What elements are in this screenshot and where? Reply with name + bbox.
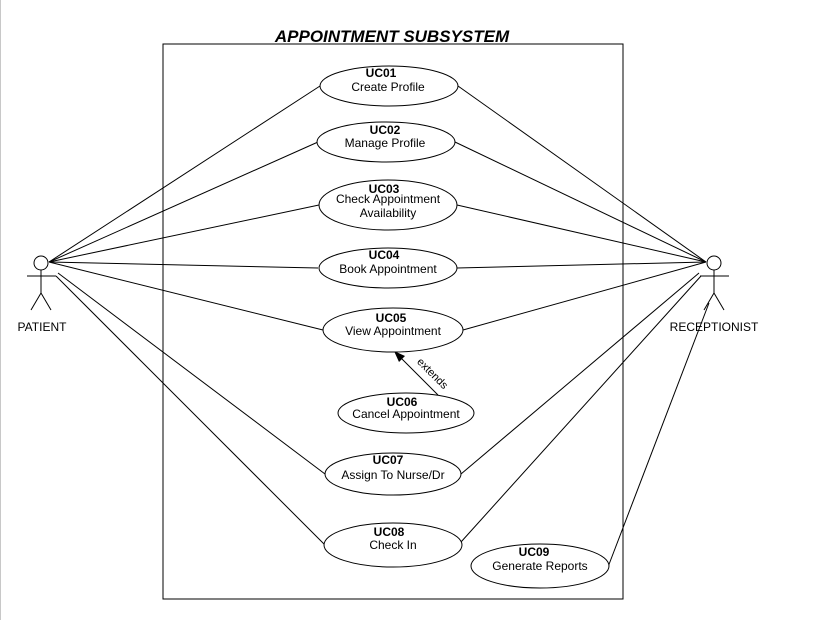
uc03-name-line1: Check Appointment [336,192,441,206]
extend-relationship: extends [394,351,450,396]
use-case-uc02[interactable]: UC02 Manage Profile [316,121,456,163]
uc05-id: UC05 [376,311,407,325]
assoc-receptionist-uc08 [460,275,702,543]
use-case-uc05[interactable]: UC05 View Appointment [322,307,464,353]
uc03-name-line2: Availability [360,206,416,220]
uc02-id: UC02 [370,123,401,137]
uc08-name: Check In [369,538,416,552]
assoc-receptionist-uc02 [454,141,707,263]
uc09-name: Generate Reports [492,559,587,573]
patient-label: PATIENT [18,320,68,334]
uc04-name: Book Appointment [339,262,437,276]
assoc-receptionist-uc03 [456,204,707,263]
uc09-id: UC09 [519,545,550,559]
diagram-title: APPOINTMENT SUBSYSTEM [274,27,510,46]
uc01-name: Create Profile [351,80,425,94]
receptionist-stick-figure-icon [700,255,729,311]
associations [48,85,710,568]
actor-receptionist[interactable]: RECEPTIONIST [670,255,759,334]
uc05-name: View Appointment [345,324,442,338]
uc07-name: Assign To Nurse/Dr [341,468,444,482]
assoc-patient-uc03 [48,204,320,263]
uc02-name: Manage Profile [345,136,426,150]
uc03-id: UC03 [369,182,400,196]
receptionist-label: RECEPTIONIST [670,320,759,334]
uc06-id: UC06 [387,395,418,409]
assoc-patient-uc07 [57,272,326,475]
assoc-receptionist-uc07 [460,272,700,475]
assoc-patient-uc08 [55,275,326,546]
uc06-name: Cancel Appointment [352,407,460,421]
left-edge-border [0,0,1,620]
use-case-uc04[interactable]: UC04 Book Appointment [318,247,458,289]
uc04-id: UC04 [369,248,400,262]
system-boundary [162,43,624,600]
patient-stick-figure-icon [27,255,56,311]
assoc-receptionist-uc09 [607,302,710,568]
extend-label: extends [414,356,450,392]
assoc-receptionist-uc01 [457,85,707,263]
use-case-uc08[interactable]: UC08 Check In [323,522,463,568]
use-case-uc09[interactable]: UC09 Generate Reports [470,543,610,589]
assoc-receptionist-uc04 [456,261,707,269]
uc08-id: UC08 [374,525,405,539]
assoc-patient-uc05 [48,261,324,331]
assoc-patient-uc01 [48,85,321,263]
uc01-id: UC01 [366,66,397,80]
use-case-uc06[interactable]: UC06 Cancel Appointment [337,392,475,434]
actor-patient[interactable]: PATIENT [18,255,68,334]
assoc-patient-uc02 [48,141,319,263]
assoc-receptionist-uc05 [462,261,707,331]
extend-arrowhead [394,351,405,362]
use-case-uc07[interactable]: UC07 Assign To Nurse/Dr [324,452,462,496]
use-case-uc03[interactable]: UC03 Check Appointment Availability [318,179,458,231]
use-case-uc01[interactable]: UC01 Create Profile [319,65,459,107]
assoc-patient-uc04 [48,261,319,269]
uc07-id: UC07 [373,453,404,467]
